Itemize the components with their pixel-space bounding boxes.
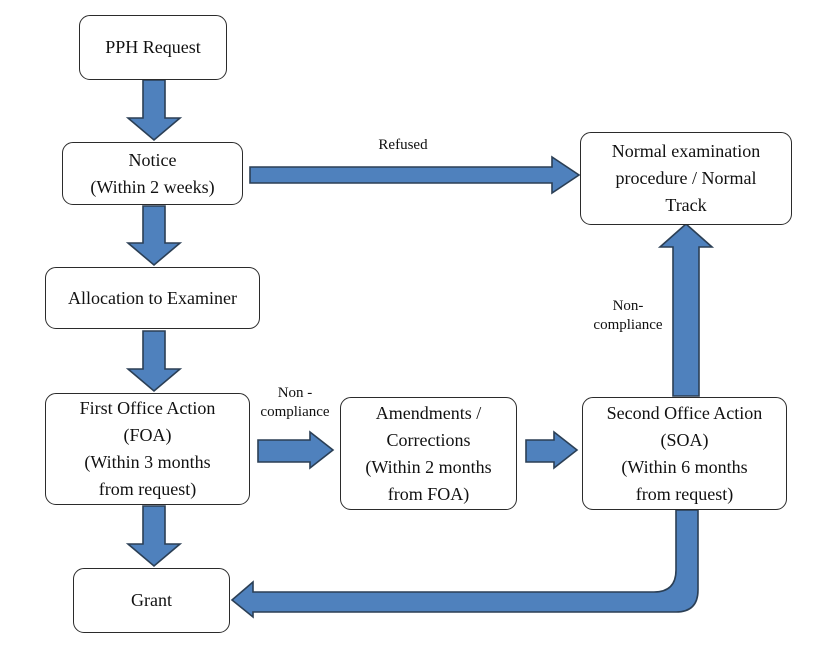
arrow-pph-to-notice [125,79,183,142]
edge-label-refused: Refused [378,137,428,153]
arrow-soa-to-normal-track [657,222,715,397]
arrow-foa-to-amendments [257,430,335,470]
arrow-notice-to-allocation [125,205,183,267]
node-allocation: Allocation to Examiner [45,267,260,329]
arrow-soa-to-grant [230,509,699,619]
node-pph-request: PPH Request [79,15,227,80]
arrow-allocation-to-foa [125,330,183,393]
node-first-office-action: First Office Action (FOA) (Within 3 mont… [45,393,250,505]
arrow-amendments-to-soa [525,430,579,470]
node-second-office-action: Second Office Action (SOA) (Within 6 mon… [582,397,787,510]
edge-label-non-compliance-foa: Non - compliance [260,385,330,420]
node-normal-track: Normal examination procedure / Normal Tr… [580,132,792,225]
edge-label-non-compliance-soa: Non- compliance [593,298,663,333]
node-amendments: Amendments / Corrections (Within 2 month… [340,397,517,510]
arrow-notice-to-normal-track [249,155,581,195]
node-notice: Notice (Within 2 weeks) [62,142,243,205]
node-grant: Grant [73,568,230,633]
arrow-foa-to-grant [125,505,183,568]
